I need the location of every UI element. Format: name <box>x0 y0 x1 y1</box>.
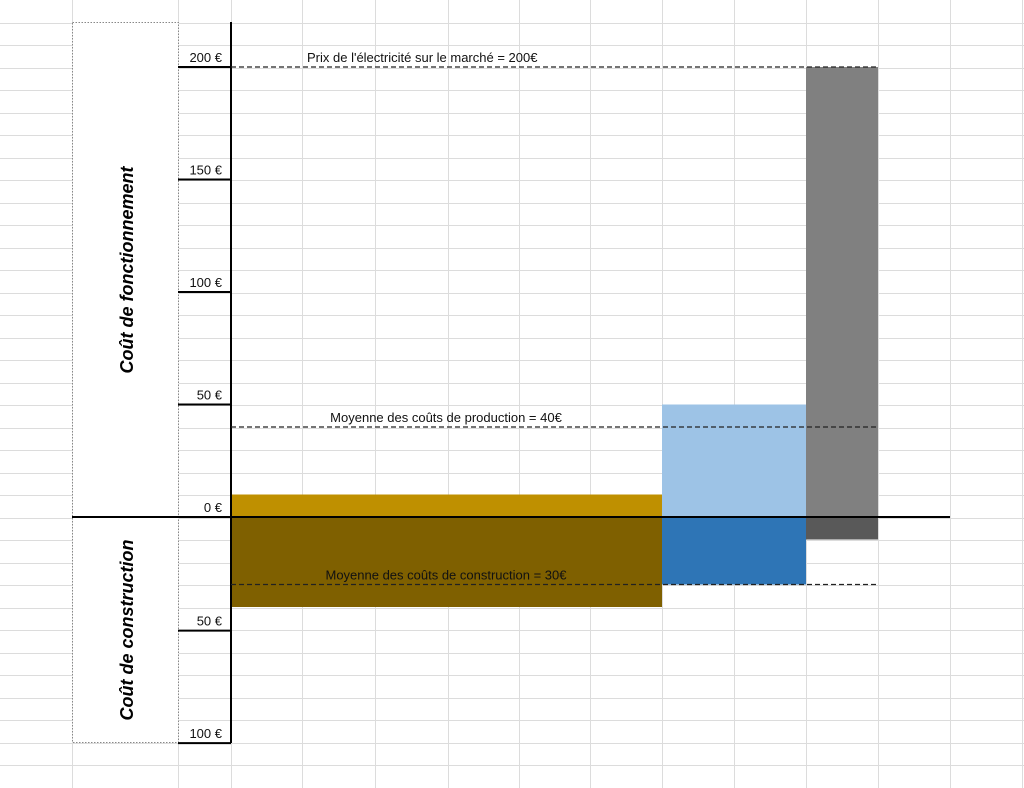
bar-group-2-operating <box>662 404 806 517</box>
reference-line-label: Moyenne des coûts de production = 40€ <box>330 410 562 425</box>
y-tick-label: 0 € <box>204 500 223 515</box>
y-tick-label: 100 € <box>189 726 222 741</box>
upper-section-label: Coût de fonctionnement <box>117 166 137 374</box>
bar-group-1-construction <box>231 517 662 607</box>
reference-line-label: Prix de l'électricité sur le marché = 20… <box>307 50 538 65</box>
section-label-box <box>72 22 179 743</box>
bar-group-3-operating <box>806 67 878 517</box>
y-tick-label: 100 € <box>189 275 222 290</box>
y-tick-label: 200 € <box>189 50 222 65</box>
bar-group-3-construction <box>806 517 878 540</box>
bar-group-1-operating <box>231 494 662 517</box>
bar-group-2-construction <box>662 517 806 585</box>
y-tick-label: 150 € <box>189 163 222 178</box>
lower-section-label: Coût de construction <box>117 540 137 721</box>
y-tick-label: 50 € <box>197 388 223 403</box>
reference-line-label: Moyenne des coûts de construction = 30€ <box>325 568 567 583</box>
y-tick-label: 50 € <box>197 614 223 629</box>
